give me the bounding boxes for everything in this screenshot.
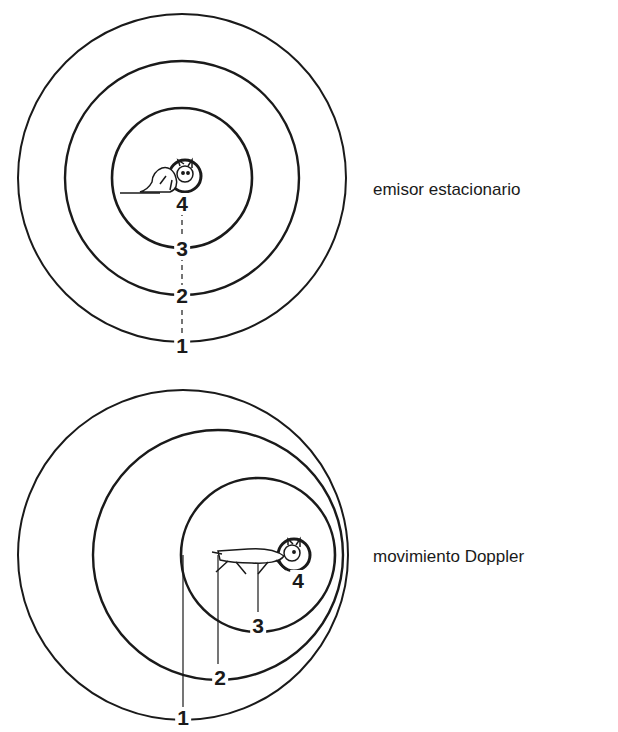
caption-text: movimiento Doppler — [372, 548, 525, 566]
animal-tail — [120, 192, 160, 194]
animal-eye — [187, 172, 189, 174]
callout-number: 1 — [174, 335, 190, 357]
animal-legs — [216, 560, 286, 574]
callout-number: 2 — [174, 285, 190, 307]
animal-eye — [293, 551, 295, 553]
running-animal — [212, 539, 300, 574]
sitting-animal — [120, 160, 193, 193]
animal-ears — [178, 160, 192, 168]
wavefront-circle — [18, 14, 346, 342]
animal-body — [140, 167, 177, 192]
wavefront-circle — [18, 390, 348, 720]
callout-number: 2 — [212, 667, 228, 689]
radius-line — [182, 555, 183, 708]
wavefront-circle — [112, 108, 252, 248]
callout-number: 4 — [290, 570, 306, 592]
callout-number: 4 — [174, 193, 190, 215]
animal-ears — [288, 539, 300, 547]
animal-legs — [160, 176, 172, 190]
wavefront-circle — [181, 478, 335, 632]
animal-tail — [212, 552, 222, 554]
wavefront-circle — [93, 430, 343, 680]
animal-eye — [182, 172, 184, 174]
callout-number: 1 — [175, 707, 191, 729]
radius-line — [257, 562, 258, 612]
radius-line — [181, 202, 182, 345]
caption-text: emisor estacionario — [372, 181, 521, 199]
callout-number: 3 — [250, 615, 266, 637]
callout-number: 3 — [174, 238, 190, 260]
wavefront-circle — [65, 61, 299, 295]
animal-head — [284, 545, 300, 561]
animal-head — [177, 166, 193, 182]
